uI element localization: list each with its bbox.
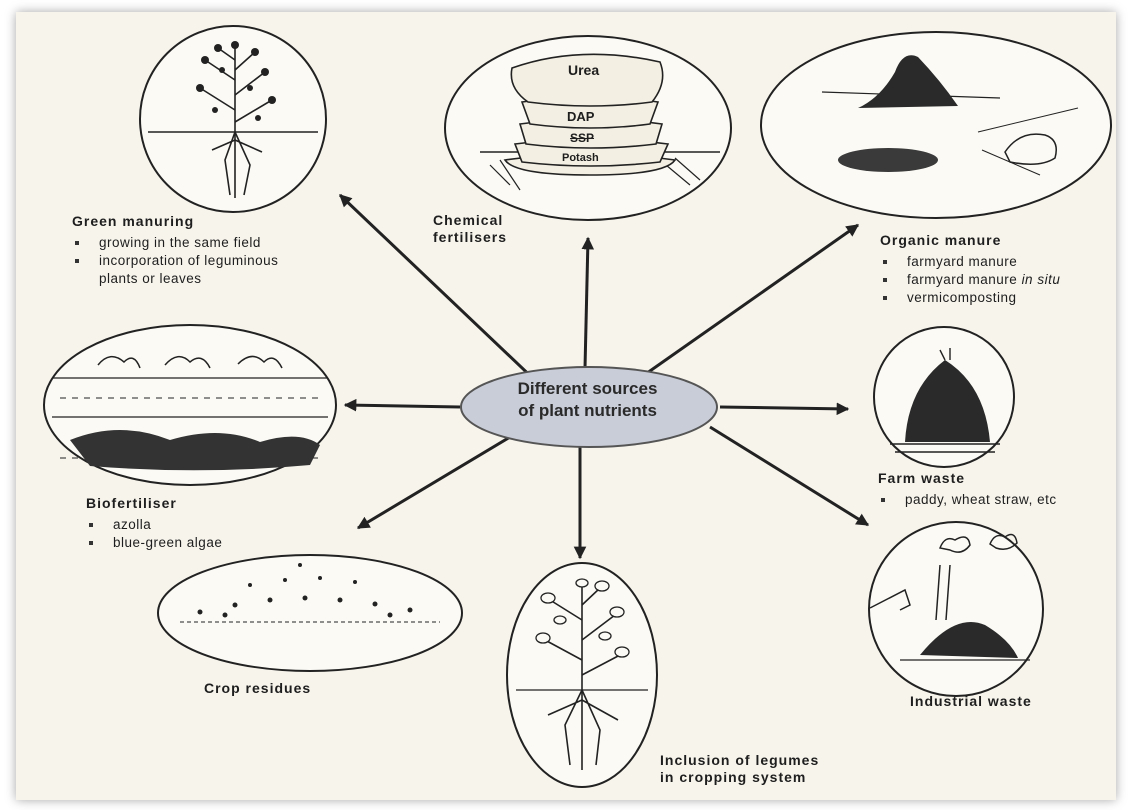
farm-waste-illustration [874, 327, 1014, 467]
list-item: growing in the same field [72, 234, 278, 252]
list-item: blue-green algae [86, 534, 222, 552]
list-item-continuation: plants or leaves [72, 270, 278, 288]
farm-waste-block: Farm waste paddy, wheat straw, etc [878, 470, 1118, 509]
bag-label-potash: Potash [562, 152, 599, 164]
green-manuring-illustration [140, 26, 326, 212]
organic-manure-illustration [761, 32, 1111, 218]
crop-residues-illustration [158, 555, 462, 671]
list-item: farmyard manure in situ [880, 271, 1120, 289]
crop-residues-title: Crop residues [204, 680, 311, 697]
chemical-title-line2: fertilisers [433, 229, 507, 246]
biofertiliser-illustration [44, 325, 336, 485]
green-manuring-title: Green manuring [72, 213, 278, 230]
organic-manure-list: farmyard manure farmyard manure in situ … [880, 253, 1120, 307]
legumes-title-line1: Inclusion of legumes [660, 752, 819, 769]
biofertiliser-list: azolla blue-green algae [86, 516, 222, 552]
organic-manure-title: Organic manure [880, 232, 1120, 249]
arrow-farm-waste [720, 407, 848, 409]
green-manuring-block: Green manuring growing in the same field… [72, 213, 278, 288]
arrow-crop-residues [358, 437, 510, 528]
green-manuring-list: growing in the same field incorporation … [72, 234, 278, 270]
industrial-waste-illustration [869, 522, 1043, 696]
arrow-chemical [585, 238, 588, 368]
list-item: incorporation of leguminous [72, 252, 278, 270]
center-label: Different sources of plant nutrients [480, 378, 695, 422]
arrow-biofertiliser [345, 405, 460, 407]
organic-manure-block: Organic manure farmyard manure farmyard … [880, 232, 1120, 307]
list-item: farmyard manure [880, 253, 1120, 271]
chemical-title-line1: Chemical [433, 212, 507, 229]
industrial-waste-title: Industrial waste [910, 693, 1032, 710]
bag-label-ssp: SSP [570, 131, 594, 145]
farm-waste-title: Farm waste [878, 470, 1118, 487]
legumes-title: Inclusion of legumes in cropping system [660, 752, 819, 786]
list-item: azolla [86, 516, 222, 534]
center-label-line2: of plant nutrients [480, 400, 695, 422]
farm-waste-list: paddy, wheat straw, etc [878, 491, 1118, 509]
list-item: paddy, wheat straw, etc [878, 491, 1118, 509]
legumes-title-line2: in cropping system [660, 769, 819, 786]
bag-label-urea: Urea [568, 62, 599, 78]
in-situ-text: in situ [1022, 272, 1061, 287]
list-item-text: farmyard manure [907, 272, 1017, 287]
biofertiliser-block: Biofertiliser azolla blue-green algae [86, 495, 222, 552]
bag-label-dap: DAP [567, 109, 594, 124]
legumes-illustration [507, 563, 657, 787]
center-label-line1: Different sources [480, 378, 695, 400]
list-item: vermicomposting [880, 289, 1120, 307]
chemical-fertilisers-title: Chemical fertilisers [433, 212, 507, 246]
arrow-organic [630, 225, 858, 385]
biofertiliser-title: Biofertiliser [86, 495, 222, 512]
arrow-industrial [710, 427, 868, 525]
